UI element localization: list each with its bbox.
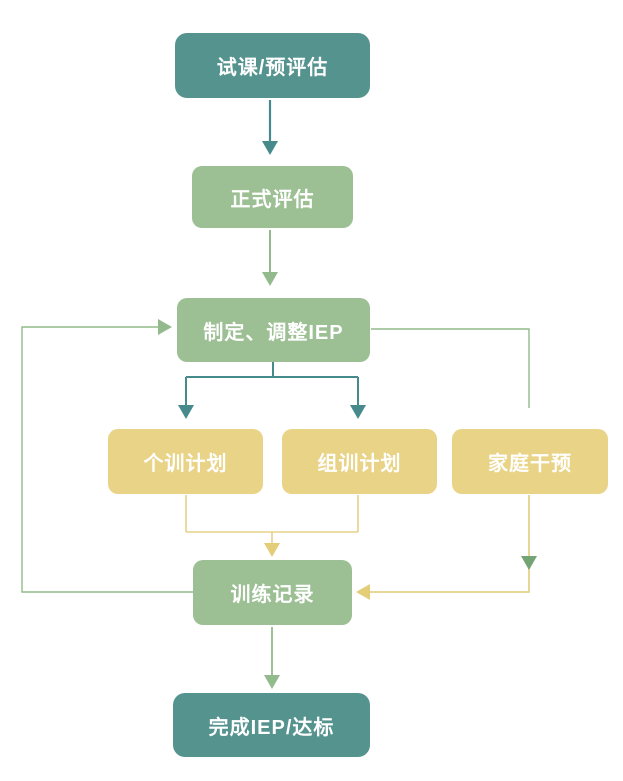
- node-individual-training-plan: 个训计划: [108, 429, 263, 494]
- node-label: 正式评估: [230, 188, 315, 211]
- edge-records-feedback-to-iep: [21, 319, 193, 593]
- edge-formal-to-iep: [262, 230, 278, 286]
- node-label: 家庭干预: [488, 453, 572, 475]
- node-label: 完成IEP/达标: [208, 716, 335, 739]
- edge-plans-merge-to-records: [185, 495, 359, 557]
- arrowhead-down-icon: [178, 405, 194, 419]
- node-training-records: 训练记录: [193, 560, 352, 625]
- arrowhead-down-icon: [521, 556, 537, 570]
- node-trial-pre-assessment: 试课/预评估: [175, 33, 370, 98]
- edge-iep-branch: [178, 362, 366, 419]
- arrowhead-down-icon: [262, 141, 278, 155]
- arrowhead-down-icon: [350, 405, 366, 419]
- node-family-intervention: 家庭干预: [452, 429, 608, 494]
- arrowhead-right-icon: [158, 319, 172, 335]
- node-complete-iep: 完成IEP/达标: [173, 693, 370, 757]
- edge-trial-to-formal: [262, 100, 278, 155]
- node-label: 训练记录: [230, 584, 315, 606]
- edge-family-to-records: [356, 495, 537, 600]
- node-label: 个训计划: [143, 453, 228, 475]
- node-formal-assessment: 正式评估: [192, 166, 353, 228]
- node-group-training-plan: 组训计划: [282, 429, 437, 494]
- node-label: 组训计划: [317, 453, 402, 475]
- edge-records-to-complete: [264, 627, 280, 689]
- node-label: 制定、调整IEP: [203, 321, 344, 344]
- edge-iep-to-family: [371, 328, 530, 408]
- arrowhead-down-icon: [262, 272, 278, 286]
- node-label: 试课/预评估: [216, 57, 329, 79]
- arrowhead-down-icon: [264, 543, 280, 557]
- node-develop-adjust-iep: 制定、调整IEP: [177, 298, 370, 362]
- arrowhead-left-icon: [356, 584, 370, 600]
- arrowhead-down-icon: [264, 675, 280, 689]
